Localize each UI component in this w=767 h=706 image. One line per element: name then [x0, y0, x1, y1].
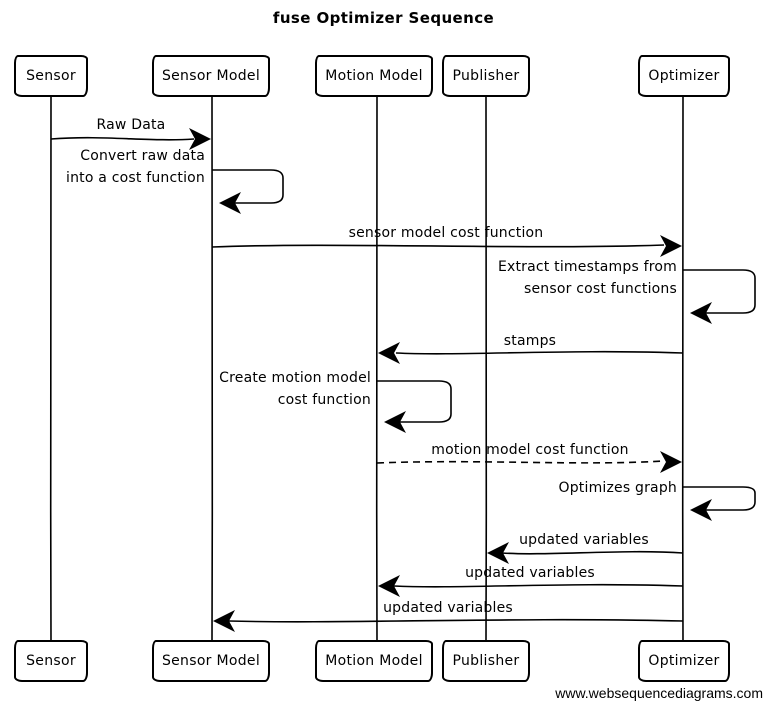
actor-box-publisher-top: Publisher: [442, 55, 530, 97]
message-arrow-motion-model-cost-function: [376, 460, 665, 464]
lifeline-sensor: [49, 96, 53, 642]
actor-box-optimizer-top: Optimizer: [638, 55, 730, 97]
lifeline-sensor-model: [210, 96, 214, 642]
actor-label: Motion Model: [325, 653, 423, 669]
message-arrow-updated-variables-motion-model: [393, 583, 684, 588]
arrowhead-optimizes-graph: [690, 499, 712, 521]
actor-label: Sensor Model: [161, 68, 261, 84]
actor-box-sensor-bottom: Sensor: [14, 640, 88, 682]
message-label-extract-timestamps: Extract timestamps from sensor cost func…: [497, 259, 677, 297]
actor-label: Optimizer: [648, 68, 720, 84]
message-label-updated-variables-motion-model: updated variables: [465, 565, 595, 581]
message-label-convert-raw-data: Convert raw data into a cost function: [66, 148, 205, 186]
lifeline-motion-model: [375, 96, 379, 642]
message-arrow-sensor-model-cost-function: [211, 244, 665, 248]
actor-box-publisher-bottom: Publisher: [442, 640, 530, 682]
actor-box-sensor-model-top: Sensor Model: [152, 55, 270, 97]
actor-label: Publisher: [452, 653, 520, 669]
actor-box-motion-model-top: Motion Model: [315, 55, 433, 97]
message-label-create-motion-model: Create motion model cost function: [219, 370, 371, 408]
actor-box-sensor-model-bottom: Sensor Model: [152, 640, 270, 682]
arrowhead-motion-model-cost-function: [660, 451, 682, 473]
arrowhead-extract-timestamps: [690, 302, 712, 324]
arrowhead-raw-data: [189, 128, 211, 150]
lifeline-publisher: [484, 96, 488, 642]
self-loop-optimizes-graph: [683, 486, 756, 511]
message-label-updated-variables-sensor-model: updated variables: [383, 600, 513, 616]
arrowhead-updated-variables-motion-model: [378, 575, 400, 597]
message-label-motion-model-cost-function: motion model cost function: [431, 442, 629, 458]
arrowhead-create-motion-model: [384, 411, 406, 433]
arrowhead-updated-variables-publisher: [487, 542, 509, 564]
actor-label: Sensor: [26, 653, 76, 669]
message-arrow-raw-data: [50, 136, 195, 141]
arrowhead-stamps: [378, 342, 400, 364]
message-arrow-updated-variables-publisher: [501, 550, 684, 555]
actor-label: Optimizer: [648, 653, 720, 669]
actor-box-motion-model-bottom: Motion Model: [315, 640, 433, 682]
diagram-title: fuse Optimizer Sequence: [272, 9, 495, 27]
message-label-optimizes-graph: Optimizes graph: [558, 480, 677, 496]
arrowhead-convert-raw-data: [219, 192, 241, 214]
message-label-updated-variables-publisher: updated variables: [519, 532, 649, 548]
message-label-raw-data: Raw Data: [96, 117, 166, 133]
actor-box-optimizer-bottom: Optimizer: [638, 640, 730, 682]
self-loop-extract-timestamps: [683, 269, 756, 314]
lifeline-optimizer: [681, 96, 685, 642]
actor-label: Motion Model: [325, 68, 423, 84]
message-arrow-updated-variables-sensor-model: [228, 618, 684, 623]
actor-label: Sensor Model: [161, 653, 261, 669]
watermark: www.websequencediagrams.com: [555, 685, 763, 701]
actor-label: Publisher: [452, 68, 520, 84]
message-label-sensor-model-cost-function: sensor model cost function: [348, 225, 544, 241]
actor-box-sensor-top: Sensor: [14, 55, 88, 97]
message-label-stamps: stamps: [503, 333, 557, 349]
self-loop-create-motion-model: [377, 380, 452, 423]
arrowhead-sensor-model-cost-function: [660, 235, 682, 257]
arrowhead-updated-variables-sensor-model: [213, 610, 235, 632]
self-loop-convert-raw-data: [212, 169, 284, 204]
message-arrow-stamps: [395, 350, 684, 355]
actor-label: Sensor: [26, 68, 76, 84]
